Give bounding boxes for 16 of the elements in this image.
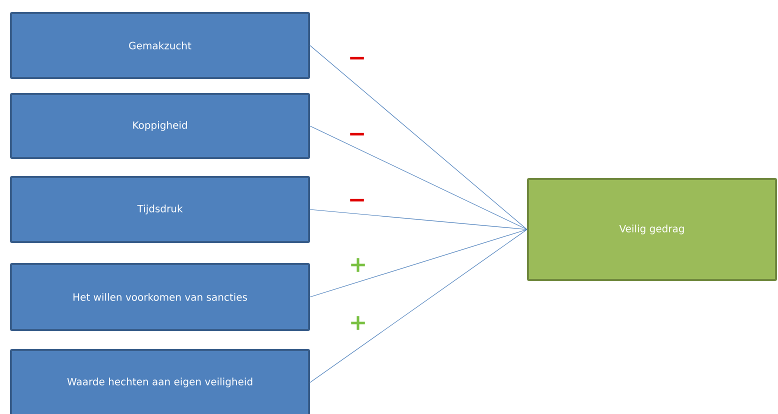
process-box: Waarde hechten aan eigen veiligheid: [10, 348, 310, 414]
process-box: Tijdsdruk: [10, 176, 310, 243]
process-box: Koppigheid: [10, 93, 310, 159]
connector-line: [310, 229, 528, 298]
connector-line: [310, 229, 528, 383]
connector-line: [310, 209, 528, 230]
connector-line: [310, 45, 528, 230]
process-box: Gemakzucht: [10, 12, 310, 79]
sign-label: −: [350, 132, 364, 136]
process-box: Veilig gedrag: [527, 178, 777, 281]
connector-line: [310, 126, 528, 230]
sign-label: +: [351, 316, 365, 330]
sign-label: −: [350, 198, 364, 202]
process-box: Het willen voorkomen van sancties: [10, 262, 310, 331]
sign-label: −: [350, 56, 364, 60]
sign-label: +: [351, 258, 365, 272]
